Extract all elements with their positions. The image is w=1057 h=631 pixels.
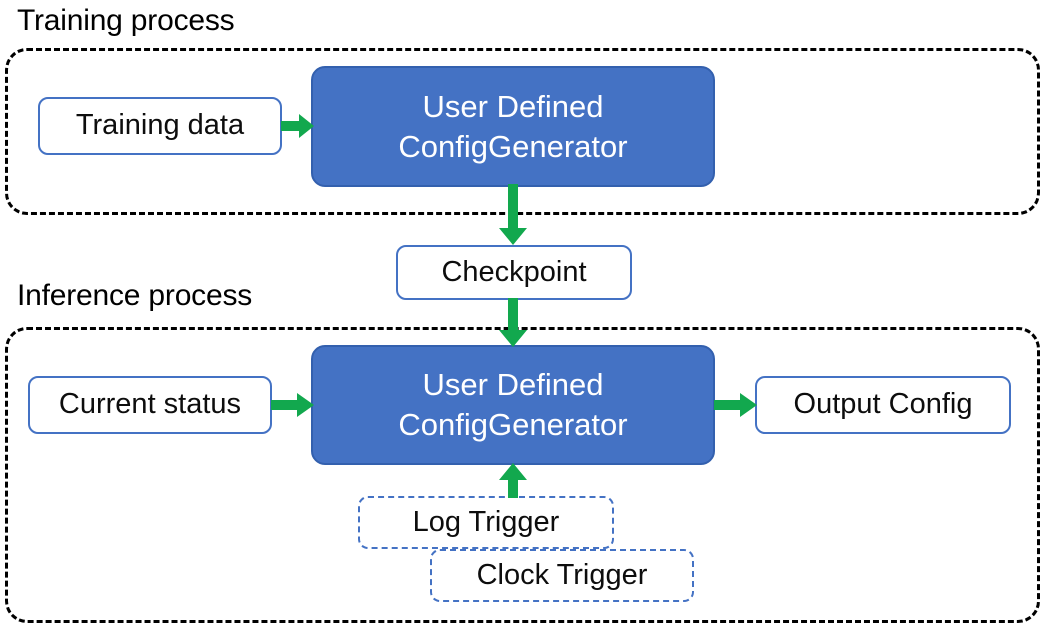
inference-config-generator-node[interactable]: User Defined ConfigGenerator <box>311 345 715 465</box>
clock-trigger-label: Clock Trigger <box>476 558 648 591</box>
training-data-node[interactable]: Training data <box>38 97 282 155</box>
current-status-label: Current status <box>58 388 242 421</box>
arrow-checkpoint-to-generator-icon <box>498 298 528 348</box>
inference-config-generator-label-line1: User Defined <box>422 367 604 403</box>
arrow-current-status-to-generator-icon <box>271 391 315 419</box>
clock-trigger-node[interactable]: Clock Trigger <box>430 549 694 602</box>
current-status-node[interactable]: Current status <box>28 376 272 434</box>
training-config-generator-label-line2: ConfigGenerator <box>398 128 628 164</box>
arrow-generator-to-output-config-icon <box>714 391 758 419</box>
training-config-generator-node[interactable]: User Defined ConfigGenerator <box>311 66 715 187</box>
log-trigger-label: Log Trigger <box>412 505 560 538</box>
training-process-title: Training process <box>17 4 235 37</box>
inference-process-title: Inference process <box>17 279 253 312</box>
log-trigger-node[interactable]: Log Trigger <box>358 496 614 549</box>
checkpoint-node[interactable]: Checkpoint <box>396 245 632 300</box>
training-data-label: Training data <box>75 109 245 142</box>
arrow-generator-to-checkpoint-icon <box>498 184 528 246</box>
arrow-training-data-to-generator-icon <box>281 112 315 140</box>
output-config-node[interactable]: Output Config <box>755 376 1011 434</box>
training-process-container <box>5 48 1040 215</box>
output-config-label: Output Config <box>793 388 973 421</box>
arrow-triggers-to-generator-icon <box>498 463 528 499</box>
checkpoint-label: Checkpoint <box>441 255 587 288</box>
training-config-generator-label-line1: User Defined <box>422 88 604 124</box>
inference-process-container <box>5 327 1040 623</box>
inference-config-generator-label-line2: ConfigGenerator <box>398 407 628 442</box>
